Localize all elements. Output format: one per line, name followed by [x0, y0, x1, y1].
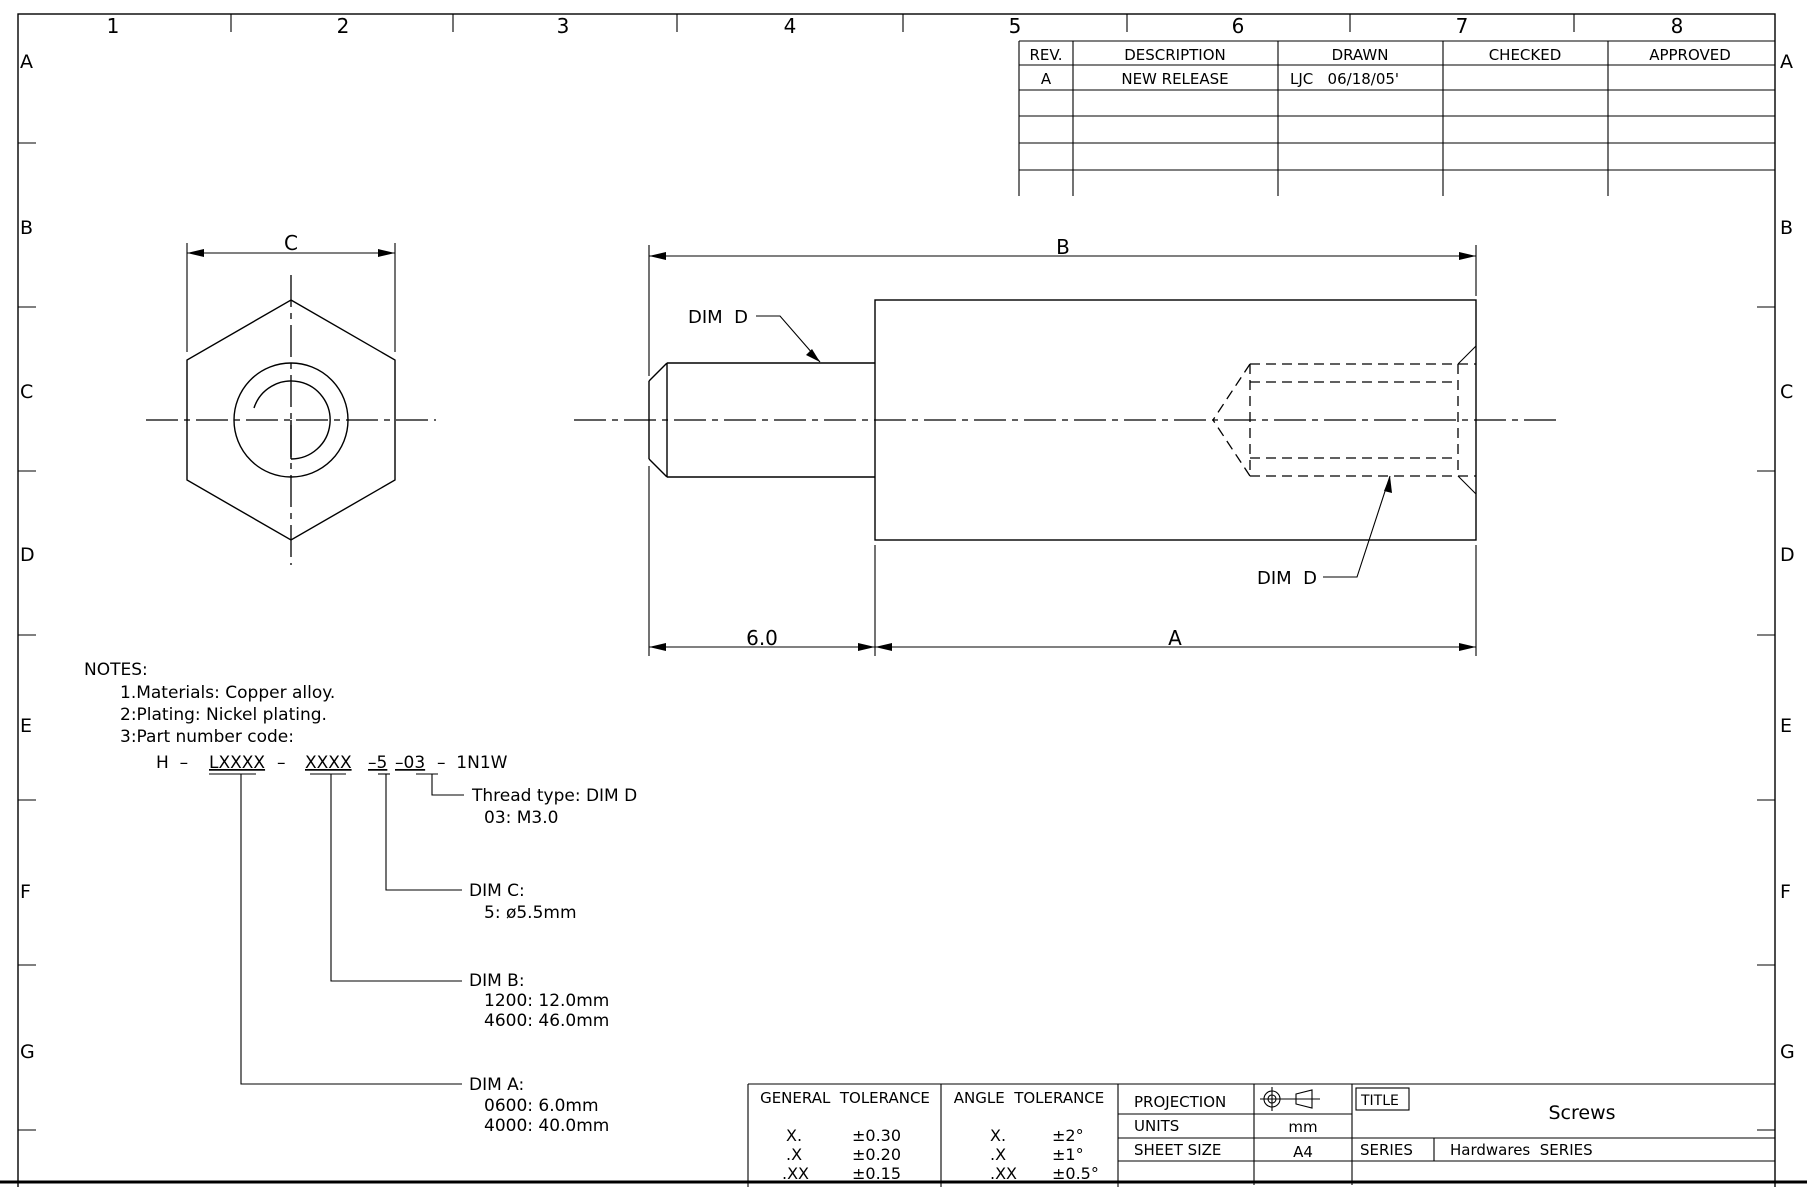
code-seg-a: LXXXX [209, 753, 265, 773]
code-suffix: – 1N1W [437, 753, 508, 773]
description-header: DESCRIPTION [1124, 46, 1226, 64]
hex-end-view: C [146, 231, 436, 565]
projection-symbol-icon [1260, 1087, 1320, 1111]
note-line-1: 1.Materials: Copper alloy. [120, 683, 335, 703]
note-line-3: 3:Part number code: [120, 727, 294, 747]
zone-col-1: 1 [107, 14, 120, 38]
dim-shank-length: 6.0 [746, 626, 778, 650]
dim-d-leader-top: DIM D [688, 307, 748, 328]
drawing-frame [0, 13, 1807, 1187]
zone-row-f-right: F [1780, 881, 1791, 903]
note-line-2: 2:Plating: Nickel plating. [120, 705, 327, 725]
dim-b-note-label: DIM B: [469, 971, 525, 991]
zone-row-b-right: B [1780, 217, 1793, 239]
checked-header: CHECKED [1489, 46, 1562, 64]
dim-a-note-value-1: 0600: 6.0mm [484, 1096, 599, 1116]
dim-a-label: A [1168, 626, 1182, 650]
code-seg-b: XXXX [305, 753, 352, 773]
sheet-size-value: A4 [1293, 1143, 1313, 1161]
notes-title: NOTES: [84, 660, 148, 680]
series-label: SERIES [1360, 1141, 1413, 1159]
code-prefix: H – [156, 753, 188, 773]
code-seg-d: –03 [395, 753, 425, 773]
title-value: Screws [1548, 1102, 1615, 1124]
revision-table: REV. DESCRIPTION DRAWN CHECKED APPROVED … [1018, 40, 1775, 196]
title-label: TITLE [1360, 1093, 1399, 1109]
zone-col-7: 7 [1456, 14, 1469, 38]
rev-value: A [1041, 70, 1052, 88]
drawn-header: DRAWN [1332, 46, 1389, 64]
angle-tolerance-header: ANGLE TOLERANCE [954, 1089, 1105, 1107]
code-dash: – [277, 753, 286, 773]
projection-label: PROJECTION [1134, 1093, 1226, 1111]
gen-tol-val-2: ±0.20 [852, 1145, 901, 1164]
zone-row-a-left: A [20, 51, 33, 73]
zone-col-6: 6 [1232, 14, 1245, 38]
zone-col-2: 2 [337, 14, 350, 38]
zone-row-e-right: E [1780, 715, 1792, 737]
general-tolerance-header: GENERAL TOLERANCE [760, 1089, 930, 1107]
gen-tol-val-1: ±0.30 [852, 1126, 901, 1145]
zone-row-g-right: G [1780, 1041, 1795, 1063]
column-zones: 1 2 3 4 5 6 7 8 [107, 14, 1684, 38]
thread-type-value: 03: M3.0 [484, 808, 558, 828]
series-value: Hardwares SERIES [1450, 1141, 1593, 1159]
gen-tol-key-3: .XX [782, 1164, 809, 1183]
zone-row-g-left: G [20, 1041, 35, 1063]
dim-c-label: C [284, 231, 298, 255]
zone-col-8: 8 [1671, 14, 1684, 38]
dim-a-note-label: DIM A: [469, 1075, 524, 1095]
ang-tol-val-3: ±0.5° [1052, 1164, 1099, 1183]
sheet-size-label: SHEET SIZE [1134, 1141, 1221, 1159]
zone-row-c-left: C [20, 381, 33, 403]
units-value: mm [1288, 1118, 1317, 1136]
code-seg-c: –5 [368, 753, 387, 773]
zone-row-b-left: B [20, 217, 33, 239]
units-label: UNITS [1134, 1117, 1179, 1135]
notes-block: NOTES: 1.Materials: Copper alloy. 2:Plat… [84, 660, 637, 1136]
ang-tol-key-3: .XX [990, 1164, 1017, 1183]
zone-col-4: 4 [784, 14, 797, 38]
dim-c-note-value: 5: ø5.5mm [484, 903, 577, 923]
zone-col-3: 3 [557, 14, 570, 38]
thread-type-label: Thread type: DIM D [471, 786, 637, 806]
zone-row-f-left: F [20, 881, 31, 903]
gen-tol-val-3: ±0.15 [852, 1164, 901, 1183]
dim-d-leader-bottom: DIM D [1257, 568, 1317, 589]
dim-c-note-label: DIM C: [469, 881, 525, 901]
side-view: B 6.0 A DIM D DIM D [574, 235, 1556, 656]
gen-tol-key-1: X. [786, 1126, 802, 1145]
description-value: NEW RELEASE [1121, 70, 1228, 88]
title-block: GENERAL TOLERANCE X. ±0.30 .X ±0.20 .XX … [747, 1083, 1775, 1187]
gen-tol-key-2: .X [786, 1145, 802, 1164]
dim-b-note-value-1: 1200: 12.0mm [484, 991, 609, 1011]
dim-b-label: B [1056, 235, 1070, 259]
ang-tol-val-2: ±1° [1052, 1145, 1084, 1164]
approved-header: APPROVED [1649, 46, 1731, 64]
dim-b-note-value-2: 4600: 46.0mm [484, 1011, 609, 1031]
zone-row-a-right: A [1780, 51, 1793, 73]
rev-header: REV. [1030, 46, 1063, 64]
zone-row-d-right: D [1780, 544, 1795, 566]
zone-col-5: 5 [1009, 14, 1022, 38]
zone-row-d-left: D [20, 544, 35, 566]
ang-tol-val-1: ±2° [1052, 1126, 1084, 1145]
dim-a-note-value-2: 4000: 40.0mm [484, 1116, 609, 1136]
zone-row-e-left: E [20, 715, 32, 737]
zone-row-c-right: C [1780, 381, 1793, 403]
ang-tol-key-2: .X [990, 1145, 1006, 1164]
drawn-value: LJC 06/18/05' [1290, 70, 1399, 88]
ang-tol-key-1: X. [990, 1126, 1006, 1145]
row-zones: A A B B C C D D E E F F G G [18, 51, 1795, 1131]
